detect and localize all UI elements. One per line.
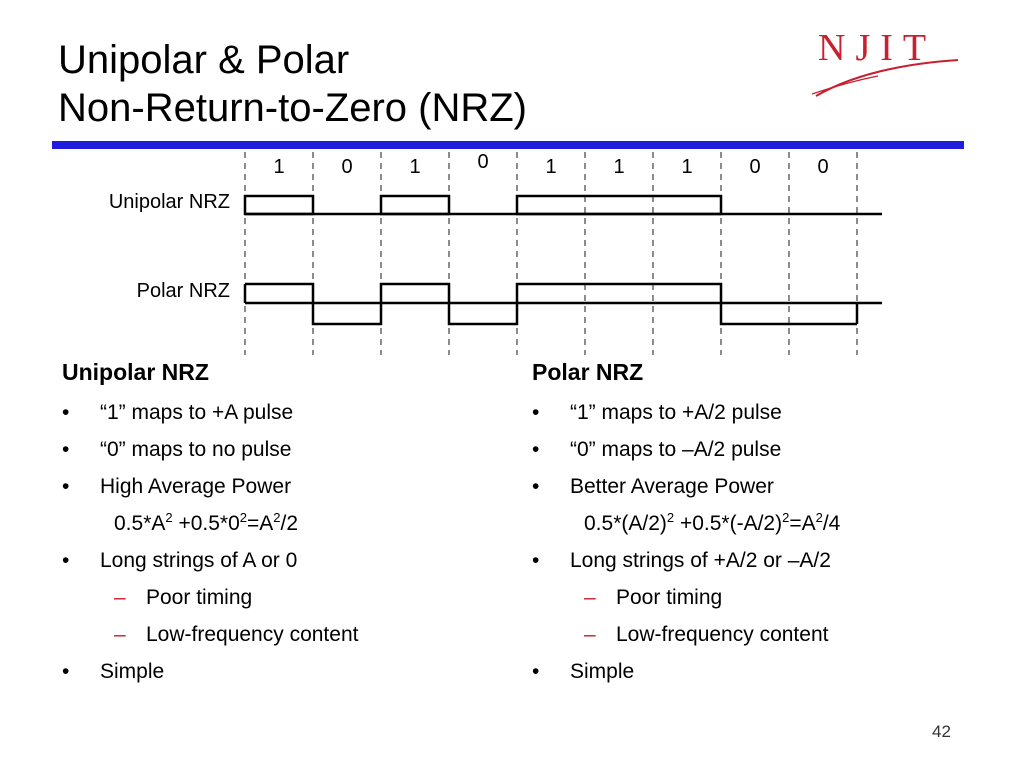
list-item: Better Average Power: [532, 468, 962, 505]
unipolar-pulse: [515, 194, 723, 216]
njit-logo: NJIT: [808, 26, 968, 98]
bit-label: 0: [477, 151, 488, 173]
polar-label: Polar NRZ: [137, 280, 230, 302]
bit-label: 1: [545, 156, 556, 178]
sub-item: Poor timing: [532, 579, 962, 616]
bit-labels: 1 0 1 0 1 1 1 0 0: [273, 151, 828, 178]
list-item: “0” maps to –A/2 pulse: [532, 431, 962, 468]
nrz-diagram: 1 0 1 0 1 1 1 0 0 Unipolar NRZ Polar NRZ: [109, 151, 882, 355]
logo-swoosh-icon: [811, 59, 959, 97]
unipolar-label: Unipolar NRZ: [109, 191, 230, 213]
slide-title: Unipolar & Polar Non-Return-to-Zero (NRZ…: [58, 36, 527, 132]
unipolar-heading: Unipolar NRZ: [62, 359, 209, 385]
power-formula: 0.5*(A/2)2 +0.5*(-A/2)2=A2/4: [584, 510, 841, 535]
list-item: “1” maps to +A pulse: [62, 394, 492, 431]
list-item: Long strings of A or 0: [62, 542, 492, 579]
sub-item: Poor timing: [62, 579, 492, 616]
list-item: Long strings of +A/2 or –A/2: [532, 542, 962, 579]
unipolar-pulse: [379, 194, 451, 216]
list-item: Simple: [62, 653, 492, 690]
unipolar-column: Unipolar NRZ “1” maps to +A pulse “0” ma…: [62, 358, 492, 690]
unipolar-waveform: [243, 194, 723, 216]
polar-waveform: [243, 282, 859, 326]
list-item: “1” maps to +A/2 pulse: [532, 394, 962, 431]
sub-item: Low-frequency content: [532, 616, 962, 653]
bit-label: 1: [273, 156, 284, 178]
unipolar-pulse: [243, 194, 315, 216]
logo-text: NJIT: [818, 27, 937, 69]
bit-label: 1: [409, 156, 420, 178]
title-line-2: Non-Return-to-Zero (NRZ): [58, 86, 527, 130]
bit-label: 1: [613, 156, 624, 178]
bit-label: 1: [681, 156, 692, 178]
title-rule: [52, 141, 964, 149]
bit-label: 0: [817, 156, 828, 178]
bit-label: 0: [749, 156, 760, 178]
polar-column: Polar NRZ “1” maps to +A/2 pulse “0” map…: [532, 358, 962, 690]
polar-heading: Polar NRZ: [532, 359, 644, 385]
list-item: Simple: [532, 653, 962, 690]
bit-label: 0: [341, 156, 352, 178]
list-item: “0” maps to no pulse: [62, 431, 492, 468]
sub-item: Low-frequency content: [62, 616, 492, 653]
list-item: High Average Power: [62, 468, 492, 505]
title-line-1: Unipolar & Polar: [58, 38, 350, 82]
power-formula: 0.5*A2 +0.5*02=A2/2: [114, 510, 299, 535]
page-number: 42: [932, 722, 951, 741]
polar-signal-line: [245, 282, 857, 326]
